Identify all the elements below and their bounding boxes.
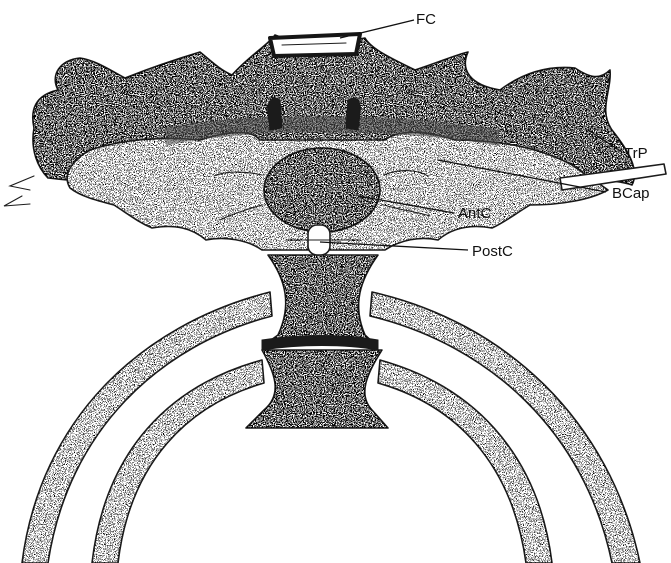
rib-outer-left <box>22 292 272 563</box>
vertebral-centrum <box>246 255 388 428</box>
intervertebral-band <box>262 336 378 351</box>
vertebra-main <box>4 34 666 255</box>
label-postc: PostC <box>472 243 513 260</box>
label-fc: FC <box>416 11 436 28</box>
label-antc: AntC <box>458 205 492 222</box>
label-trp: TrP <box>624 145 648 162</box>
label-bcap: BCap <box>612 185 650 202</box>
rib-outer-right <box>370 292 640 563</box>
leader-fc <box>340 20 414 38</box>
